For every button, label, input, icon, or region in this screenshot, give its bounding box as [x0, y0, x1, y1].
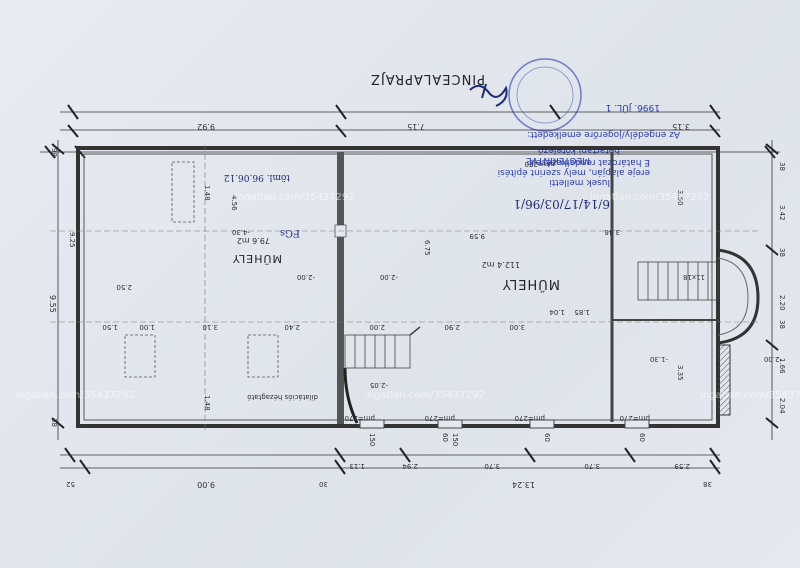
room-name-large: MŰHELY — [502, 276, 560, 292]
door-code-4: 60 — [638, 433, 646, 442]
staircase-left — [343, 326, 421, 424]
floor-code-3: pm=270 — [620, 414, 651, 422]
dim-inner-38: -4.30 — [232, 228, 250, 236]
handwritten-initials: FGs — [280, 227, 300, 238]
dim-bottom2-3: 2.59 — [674, 462, 690, 470]
dim-inner-24: 3.35 — [676, 365, 684, 381]
dim-left-2: 38 — [50, 418, 58, 427]
annotation-vent: dilatációs hézagtató — [247, 393, 318, 401]
dim-inner-2: 2.50 — [116, 283, 132, 291]
room-name-small: MŰHELY — [232, 252, 282, 266]
room-area-large: 112.4 m2 — [482, 260, 520, 269]
dimension-lines-bottom — [60, 454, 720, 469]
watermark-2: ingatlan.com/35437292 — [15, 390, 135, 401]
staircase-right — [637, 261, 719, 301]
watermark-3: ingatlan.com/35437292 — [365, 390, 485, 401]
dim-bottom-3: 30 — [319, 480, 328, 488]
dim-inner-19: 9.59 — [469, 232, 485, 240]
dim-inner-12: 1.85 — [574, 308, 590, 316]
dim-inner-22: 3.50 — [676, 190, 684, 206]
dim-inner-4: 1.50 — [102, 323, 118, 331]
approval-line-1: E határozat rendelkezéseit — [530, 157, 650, 168]
dim-inner-13: 1.04 — [549, 308, 565, 316]
dim-right-6: 1.66 — [778, 358, 786, 374]
dim-bottom2-2: 3.70 — [584, 462, 600, 470]
signature — [469, 83, 508, 107]
dim-right-4: 38 — [778, 248, 786, 257]
inner-dimensions: 1.48 1.48 2.50 1.00 1.50 3.10 2.40 2.00 … — [102, 185, 782, 411]
dim-right-5: 38 — [778, 320, 786, 329]
watermark-4: ingatlan.com/35437292 — [700, 390, 800, 401]
dim-top-2: 3.15 — [672, 122, 690, 131]
dim-inner-36: -2.00 — [297, 273, 315, 281]
dim-bottom-4: 52 — [66, 480, 75, 488]
dim-right-1: 2.20 — [778, 295, 786, 311]
dim-inner-39: -2.05 — [370, 381, 388, 389]
dim-inner-23: 11x18 — [683, 273, 705, 281]
dim-inner-1: 1.48 — [203, 395, 211, 411]
floor-code-4: pm=270 — [525, 160, 556, 168]
dimension-ticks-bottom — [64, 447, 721, 475]
dim-inner-6: 2.40 — [284, 323, 300, 331]
watermark-1: ingatlan.com/35437292 — [590, 192, 710, 203]
watermarks: ingatlan.com/35437292 ingatlan.com/35437… — [15, 192, 800, 401]
floor-codes: pm=270 pm=270 pm=270 pm=270 pm=270 — [345, 160, 651, 422]
approval-line-0: Az engedély/jogerőre emelkedett: — [527, 129, 680, 140]
dim-right-3: 38 — [778, 162, 786, 171]
room-area-small: 79.6 m2 — [237, 236, 270, 245]
dim-left-3: 9.25 — [68, 232, 76, 248]
approval-line-3: ereje alapján, mely szerint építési — [498, 167, 650, 178]
dim-bottom-0: 9.00 — [197, 480, 215, 489]
approval-text: Az engedély/jogerőre emelkedett: E határ… — [498, 129, 680, 187]
door-code-3: 60 — [543, 433, 551, 442]
dim-left-0: 9.55 — [48, 295, 57, 313]
handwritten-note: töml. 96.06.12 — [224, 172, 290, 182]
handwritten-file-number: 6/14/17/03/96/1 — [513, 197, 610, 211]
floor-code-1: pm=270 — [425, 414, 456, 422]
axis-lines — [50, 145, 760, 430]
dim-bottom2-1: 3.70 — [484, 462, 500, 470]
dim-top-1: 7.15 — [407, 122, 425, 131]
pillars — [124, 161, 279, 378]
dim-inner-20: 3.46 — [604, 228, 620, 236]
dimension-ticks-left — [51, 143, 65, 429]
dimension-ticks-right — [765, 143, 779, 429]
window-marks — [359, 419, 650, 429]
dim-right-2: 2.04 — [778, 398, 786, 414]
dim-inner-35: -2.00 — [380, 273, 398, 281]
floor-code-2: pm=270 — [515, 414, 546, 422]
dim-top-0: 9.92 — [197, 122, 215, 131]
dim-inner-18: 6.75 — [423, 240, 431, 256]
stamp-line2: 1996. JÚL. 1 — [606, 102, 660, 114]
dim-right-0: 3.42 — [778, 205, 786, 221]
floor-code-0: pm=270 — [345, 414, 376, 422]
dim-inner-37: -1.30 — [650, 355, 668, 363]
watermark-0: ingatlan.com/35437292 — [235, 192, 355, 203]
dim-inner-8: 2.00 — [369, 323, 385, 331]
dim-inner-0: 1.48 — [203, 185, 211, 201]
stamp-line1: MEGTEKINTVE — [526, 155, 590, 165]
dim-inner-3: 1.00 — [139, 323, 155, 331]
dim-inner-40: -2.00 — [764, 355, 782, 363]
door-code-0: 150 — [368, 433, 376, 446]
approval-stamp: MEGTEKINTVE 1996. JÚL. 1 — [508, 58, 660, 165]
dim-inner-15: 4.56 — [230, 195, 238, 211]
dim-bottom-2: 38 — [703, 480, 712, 488]
building-walls — [76, 146, 760, 428]
dimension-lines-top — [40, 111, 780, 153]
dim-bottom2-0: 2.94 — [402, 462, 418, 470]
dim-inner-9: 2.90 — [444, 323, 460, 331]
door-codes: 150 60 150 60 60 — [368, 433, 646, 446]
dim-inner-11: 3.00 — [509, 323, 525, 331]
dim-inner-5: 3.10 — [202, 323, 218, 331]
approval-line-5: lusek melletti — [549, 177, 610, 187]
dim-bottom2-4: 1.13 — [349, 462, 365, 470]
dim-left-1: 98 — [50, 148, 58, 157]
door-code-2: 150 — [451, 433, 459, 446]
door-code-1: 60 — [441, 433, 449, 442]
plan-title: PINCEALAPRAJZ — [370, 71, 485, 86]
dim-bottom-1: 13.24 — [512, 480, 535, 489]
